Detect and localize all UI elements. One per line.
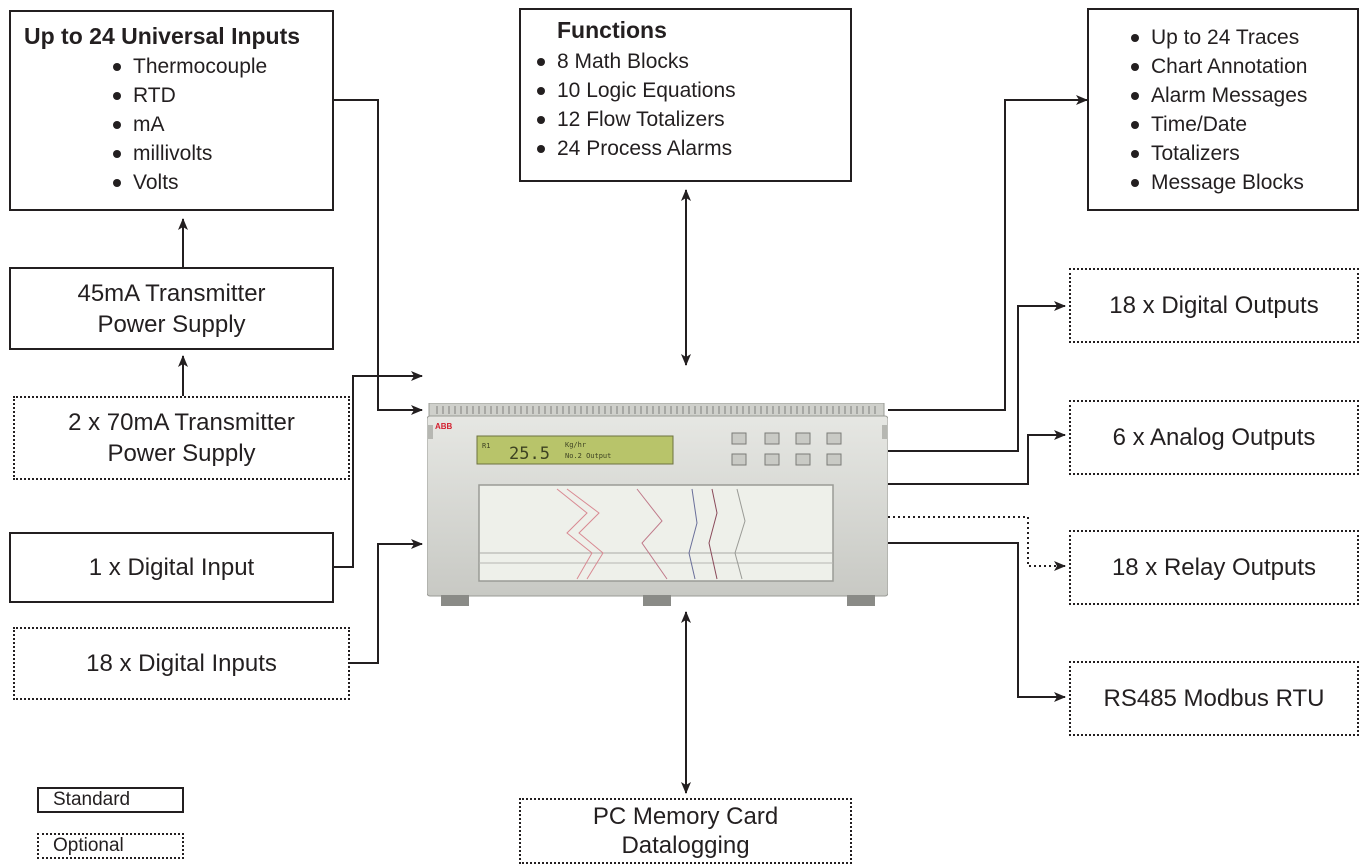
digital-input-label: 1 x Digital Input [88, 554, 255, 581]
list-item: Alarm Messages [1129, 81, 1357, 110]
connector-digital-inputs [350, 539, 423, 664]
legend-optional-label: Optional [53, 835, 124, 856]
list-item: RTD [111, 81, 332, 110]
digital-inputs-box: 18 x Digital Inputs [13, 627, 350, 700]
device-chart-window [478, 484, 834, 582]
device-keypad [731, 432, 842, 466]
psu-70ma-line2: Power Supply [107, 440, 256, 467]
digital-inputs-label: 18 x Digital Inputs [86, 650, 277, 677]
memory-card-line1: PC Memory Card [592, 803, 779, 830]
memory-card-box: PC Memory Card Datalogging [519, 798, 852, 864]
list-item: 12 Flow Totalizers [535, 105, 850, 134]
traces-list: Up to 24 Traces Chart Annotation Alarm M… [1129, 23, 1357, 197]
psu-45ma-box: 45mA Transmitter Power Supply [9, 267, 334, 350]
digital-input-box: 1 x Digital Input [9, 532, 334, 603]
digital-outputs-label: 18 x Digital Outputs [1109, 292, 1319, 319]
legend-standard-label: Standard [53, 789, 131, 810]
functions-box: Functions 8 Math Blocks 10 Logic Equatio… [519, 8, 852, 182]
legend-standard: Standard [37, 787, 184, 813]
list-item: Up to 24 Traces [1129, 23, 1357, 52]
connector-modbus [888, 542, 1066, 702]
connector-relay-outputs [888, 516, 1066, 571]
universal-inputs-title: Up to 24 Universal Inputs [24, 23, 301, 49]
traces-box: Up to 24 Traces Chart Annotation Alarm M… [1087, 8, 1359, 211]
relay-outputs-box: 18 x Relay Outputs [1069, 530, 1359, 605]
device-brand-logo: ABB [435, 422, 453, 431]
list-item: Chart Annotation [1129, 52, 1357, 81]
list-item: Volts [111, 168, 332, 197]
device-display-line2: No.2 Output [565, 452, 611, 460]
digital-outputs-box: 18 x Digital Outputs [1069, 268, 1359, 343]
device-lcd-display [476, 435, 674, 465]
functions-list: 8 Math Blocks 10 Logic Equations 12 Flow… [535, 47, 850, 163]
connector-universal-inputs [333, 99, 423, 415]
list-item: Thermocouple [111, 52, 332, 81]
list-item: millivolts [111, 139, 332, 168]
list-item: 24 Process Alarms [535, 134, 850, 163]
analog-outputs-label: 6 x Analog Outputs [1112, 424, 1316, 451]
legend-optional: Optional [37, 833, 184, 859]
list-item: Totalizers [1129, 139, 1357, 168]
chart-recorder-device: ABB R1 25.5 Kg/hr No.2 Output [427, 403, 888, 606]
device-display-unit: Kg/hr [565, 441, 586, 449]
psu-45ma-line1: 45mA Transmitter [77, 279, 266, 307]
memory-card-line2: Datalogging [621, 832, 750, 859]
connector-digital-outputs [888, 301, 1066, 452]
modbus-box: RS485 Modbus RTU [1069, 661, 1359, 736]
list-item: 8 Math Blocks [535, 47, 850, 76]
connector-analog-outputs [888, 430, 1066, 485]
relay-outputs-label: 18 x Relay Outputs [1111, 554, 1317, 581]
device-display-prefix: R1 [482, 442, 490, 450]
modbus-label: RS485 Modbus RTU [1103, 685, 1325, 712]
analog-outputs-box: 6 x Analog Outputs [1069, 400, 1359, 475]
list-item: 10 Logic Equations [535, 76, 850, 105]
connector-digital-input [333, 371, 423, 568]
universal-inputs-box: Up to 24 Universal Inputs Thermocouple R… [9, 10, 334, 211]
psu-70ma-box: 2 x 70mA Transmitter Power Supply [13, 396, 350, 480]
list-item: Message Blocks [1129, 168, 1357, 197]
list-item: mA [111, 110, 332, 139]
functions-title: Functions [557, 17, 667, 43]
universal-inputs-list: Thermocouple RTD mA millivolts Volts [111, 52, 332, 197]
list-item: Time/Date [1129, 110, 1357, 139]
device-chart-traces [556, 488, 746, 580]
device-display-value: 25.5 [509, 444, 550, 464]
psu-70ma-line1: 2 x 70mA Transmitter [68, 409, 295, 436]
connector-traces [888, 95, 1088, 411]
psu-45ma-line2: Power Supply [97, 310, 246, 338]
